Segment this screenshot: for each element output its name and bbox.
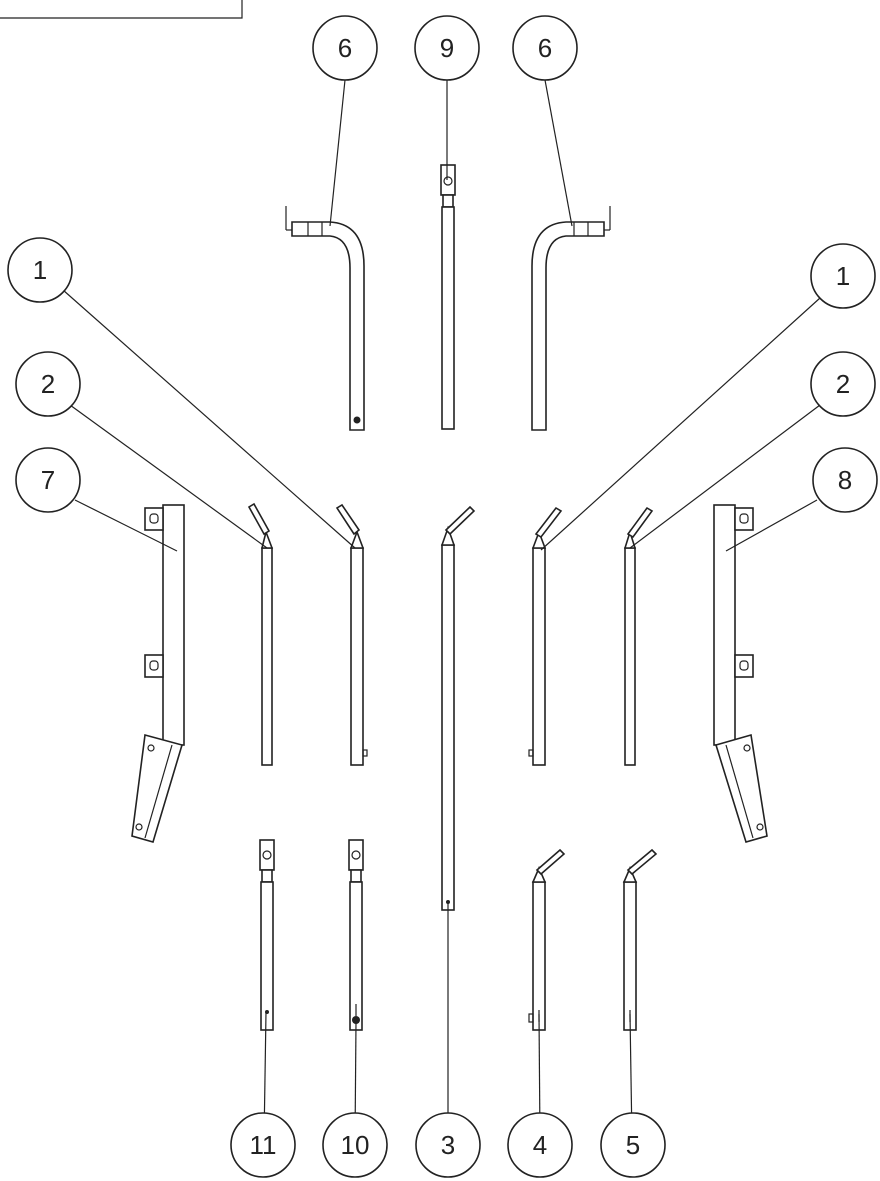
callout-8: 8 <box>812 447 878 513</box>
callout-2-right: 2 <box>810 351 876 417</box>
callout-8-label: 8 <box>838 465 852 495</box>
callout-2-left: 2 <box>15 351 81 417</box>
part-9 <box>440 164 456 430</box>
callout-1-right-label: 1 <box>836 261 850 291</box>
part-1-right <box>528 506 563 766</box>
leader-lines <box>62 79 821 1143</box>
part-7 <box>131 504 185 843</box>
callout-1-left: 1 <box>7 237 73 303</box>
callout-7-label: 7 <box>41 465 55 495</box>
part-6-left <box>285 206 365 431</box>
part-5 <box>622 848 658 1031</box>
part-8 <box>713 504 768 843</box>
part-6-right <box>531 206 611 431</box>
part-11 <box>259 839 275 1031</box>
callout-6-left-label: 6 <box>338 33 352 63</box>
callout-5-label: 5 <box>626 1130 640 1160</box>
callout-11-label: 11 <box>250 1130 277 1160</box>
part-1-left <box>335 503 368 766</box>
callout-7: 7 <box>15 447 81 513</box>
title-block-fragment <box>0 0 243 19</box>
callout-3: 3 <box>415 1112 481 1178</box>
callout-6-left: 6 <box>312 15 378 81</box>
callout-1-left-label: 1 <box>33 255 47 285</box>
callout-9: 9 <box>414 15 480 81</box>
callout-10-label: 10 <box>341 1130 370 1160</box>
callout-2-left-label: 2 <box>41 369 55 399</box>
callout-6-right-label: 6 <box>538 33 552 63</box>
part-2-right <box>623 506 654 766</box>
part-3 <box>440 505 476 911</box>
callout-3-label: 3 <box>441 1130 455 1160</box>
callout-11: 11 <box>230 1112 296 1178</box>
callout-6-right: 6 <box>512 15 578 81</box>
part-10 <box>348 839 364 1031</box>
callout-4-label: 4 <box>533 1130 547 1160</box>
callout-2-right-label: 2 <box>836 369 850 399</box>
callout-1-right: 1 <box>810 243 876 309</box>
callout-4: 4 <box>507 1112 573 1178</box>
callout-10: 10 <box>322 1112 388 1178</box>
part-4 <box>528 848 566 1031</box>
callout-9-label: 9 <box>440 33 454 63</box>
callout-5: 5 <box>600 1112 666 1178</box>
